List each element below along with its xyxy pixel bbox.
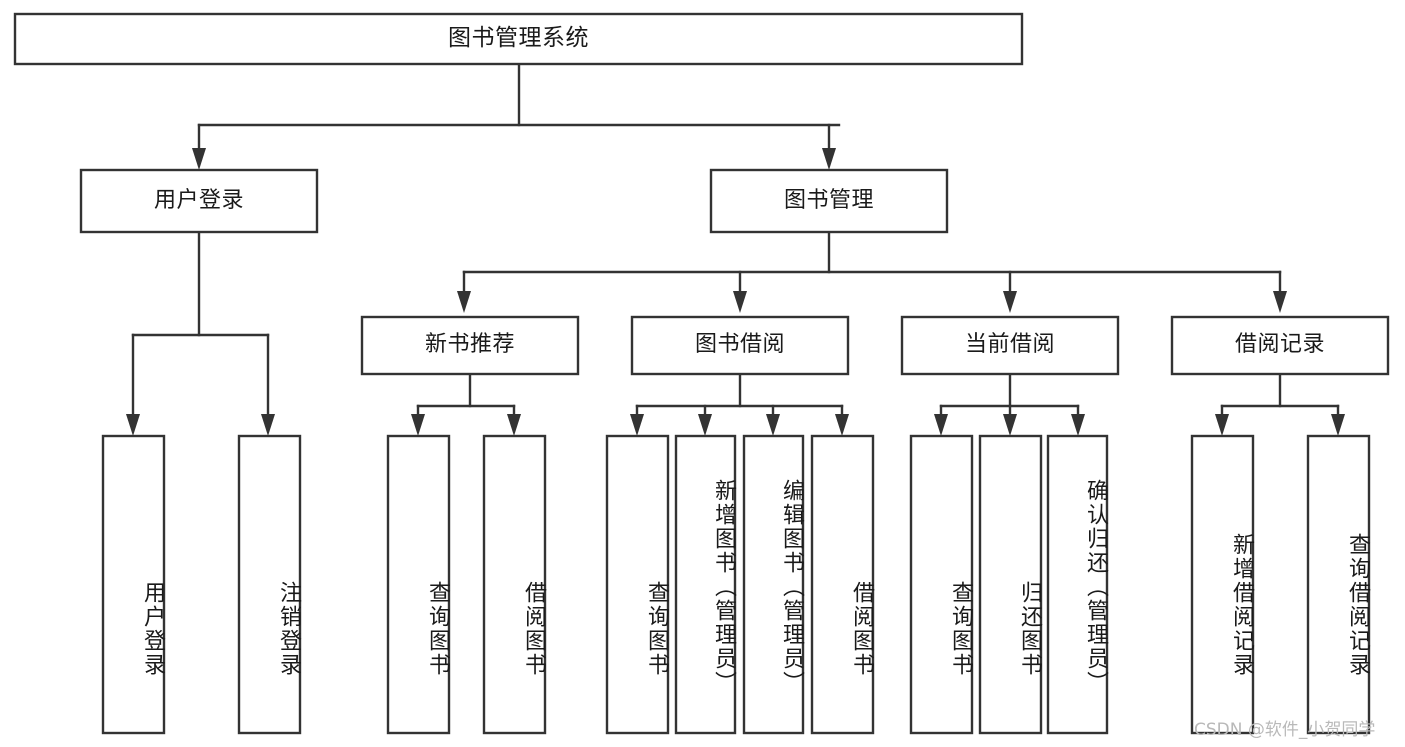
node-book-borrow[interactable]: [630, 315, 850, 376]
connector-root-to-level2: [192, 62, 841, 170]
node-borrow-record[interactable]: [1170, 315, 1390, 376]
leaf-box-borrow-book-2[interactable]: [810, 434, 875, 735]
leaf-box-borrow-book-1[interactable]: [482, 434, 547, 735]
node-root-book-management-system[interactable]: [13, 12, 1024, 66]
node-new-book-recommend[interactable]: [360, 315, 580, 376]
leaf-box-return-book[interactable]: [978, 434, 1043, 735]
leaf-box-add-record[interactable]: [1190, 434, 1255, 735]
connector-bookborrow-to-leaves: [630, 372, 849, 436]
connector-borrowrecord-to-leaves: [1215, 372, 1345, 436]
connector-currentborrow-to-leaves: [934, 372, 1085, 436]
leaf-box-query-book-3[interactable]: [909, 434, 974, 735]
node-current-borrow[interactable]: [900, 315, 1120, 376]
leaf-box-query-book-2[interactable]: [605, 434, 670, 735]
leaf-box-logout-login[interactable]: [237, 434, 302, 735]
node-book-management[interactable]: [709, 168, 949, 234]
leaf-box-query-record[interactable]: [1306, 434, 1371, 735]
connector-newbook-to-leaves: [411, 372, 521, 436]
leaf-box-confirm-return[interactable]: [1046, 434, 1109, 735]
leaf-box-edit-book[interactable]: [742, 434, 805, 735]
node-user-login[interactable]: [79, 168, 319, 234]
connector-userlogin-to-leaves: [126, 230, 275, 436]
leaf-box-query-book-1[interactable]: [386, 434, 451, 735]
leaf-box-add-book[interactable]: [674, 434, 737, 735]
connector-bookmgmt-to-level3: [457, 230, 1287, 313]
leaf-box-user-login[interactable]: [101, 434, 166, 735]
